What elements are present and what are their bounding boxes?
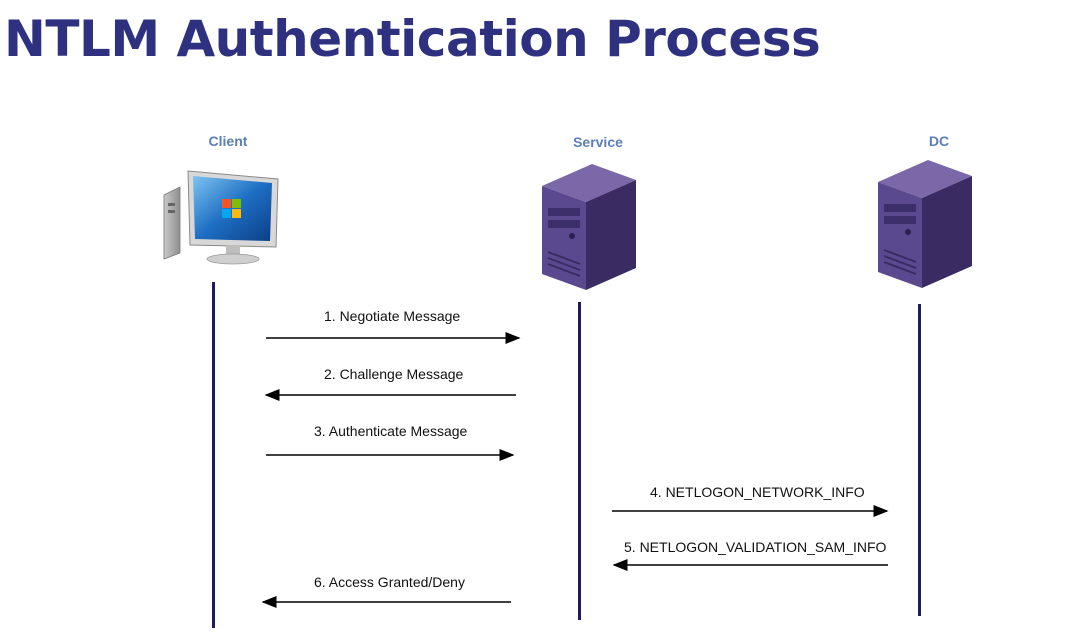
dc-server-icon	[878, 160, 972, 288]
lifeline-dc	[918, 304, 921, 616]
actor-label-dc: DC	[928, 133, 950, 149]
message-label-5: 5. NETLOGON_VALIDATION_SAM_INFO	[624, 539, 887, 555]
service-server-icon	[542, 164, 636, 290]
lifeline-service	[578, 302, 581, 620]
actor-label-client: Client	[208, 133, 248, 149]
message-label-2: 2. Challenge Message	[324, 366, 464, 382]
diagram-title: NTLM Authentication Process	[4, 10, 821, 68]
message-label-3: 3. Authenticate Message	[314, 423, 468, 439]
lifeline-client	[212, 282, 215, 628]
actor-label-service: Service	[573, 134, 623, 150]
message-label-1: 1. Negotiate Message	[324, 308, 461, 324]
desktop-computer-icon	[163, 170, 279, 265]
message-label-4: 4. NETLOGON_NETWORK_INFO	[650, 484, 865, 500]
message-label-6: 6. Access Granted/Deny	[314, 574, 465, 590]
